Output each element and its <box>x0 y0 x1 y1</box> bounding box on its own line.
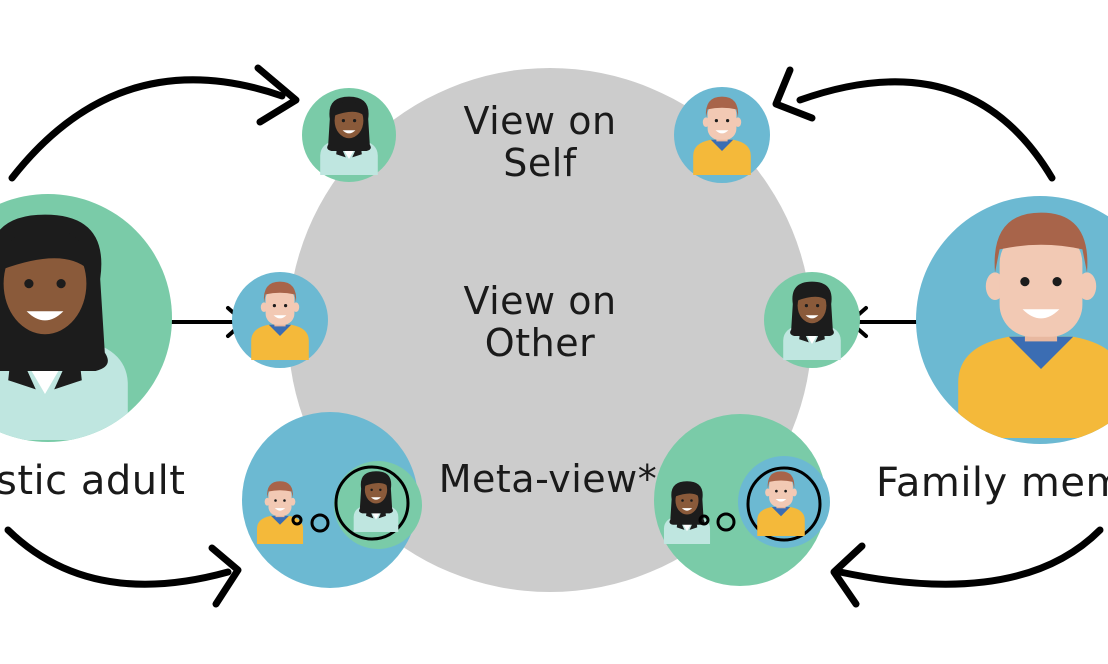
arrow-bottom-right <box>836 526 1104 588</box>
meta-view-left <box>242 412 422 588</box>
curved-arrows <box>4 64 1104 608</box>
self-label-line2: Self <box>503 141 578 185</box>
other-label-line2: Other <box>485 321 595 365</box>
meta-view-label: Meta-view* <box>439 457 658 501</box>
arrow-bottom-left <box>4 526 232 588</box>
woman-avatar-icon <box>0 194 172 442</box>
left-person-label: stic adult <box>0 458 185 504</box>
right-person-label: Family mem <box>876 460 1108 506</box>
meta-view-right <box>654 414 830 586</box>
self-label-line1: View on <box>463 99 616 143</box>
other-woman-icon <box>764 272 860 368</box>
arrow-top-right <box>796 78 1056 182</box>
thought-bubble-icon <box>291 514 303 526</box>
self-woman-icon <box>302 88 396 182</box>
other-man-icon <box>232 272 328 368</box>
man-avatar-icon <box>916 196 1108 444</box>
arrow-top-left <box>8 76 286 182</box>
self-man-icon <box>674 87 770 183</box>
other-label-line1: View on <box>463 279 616 323</box>
